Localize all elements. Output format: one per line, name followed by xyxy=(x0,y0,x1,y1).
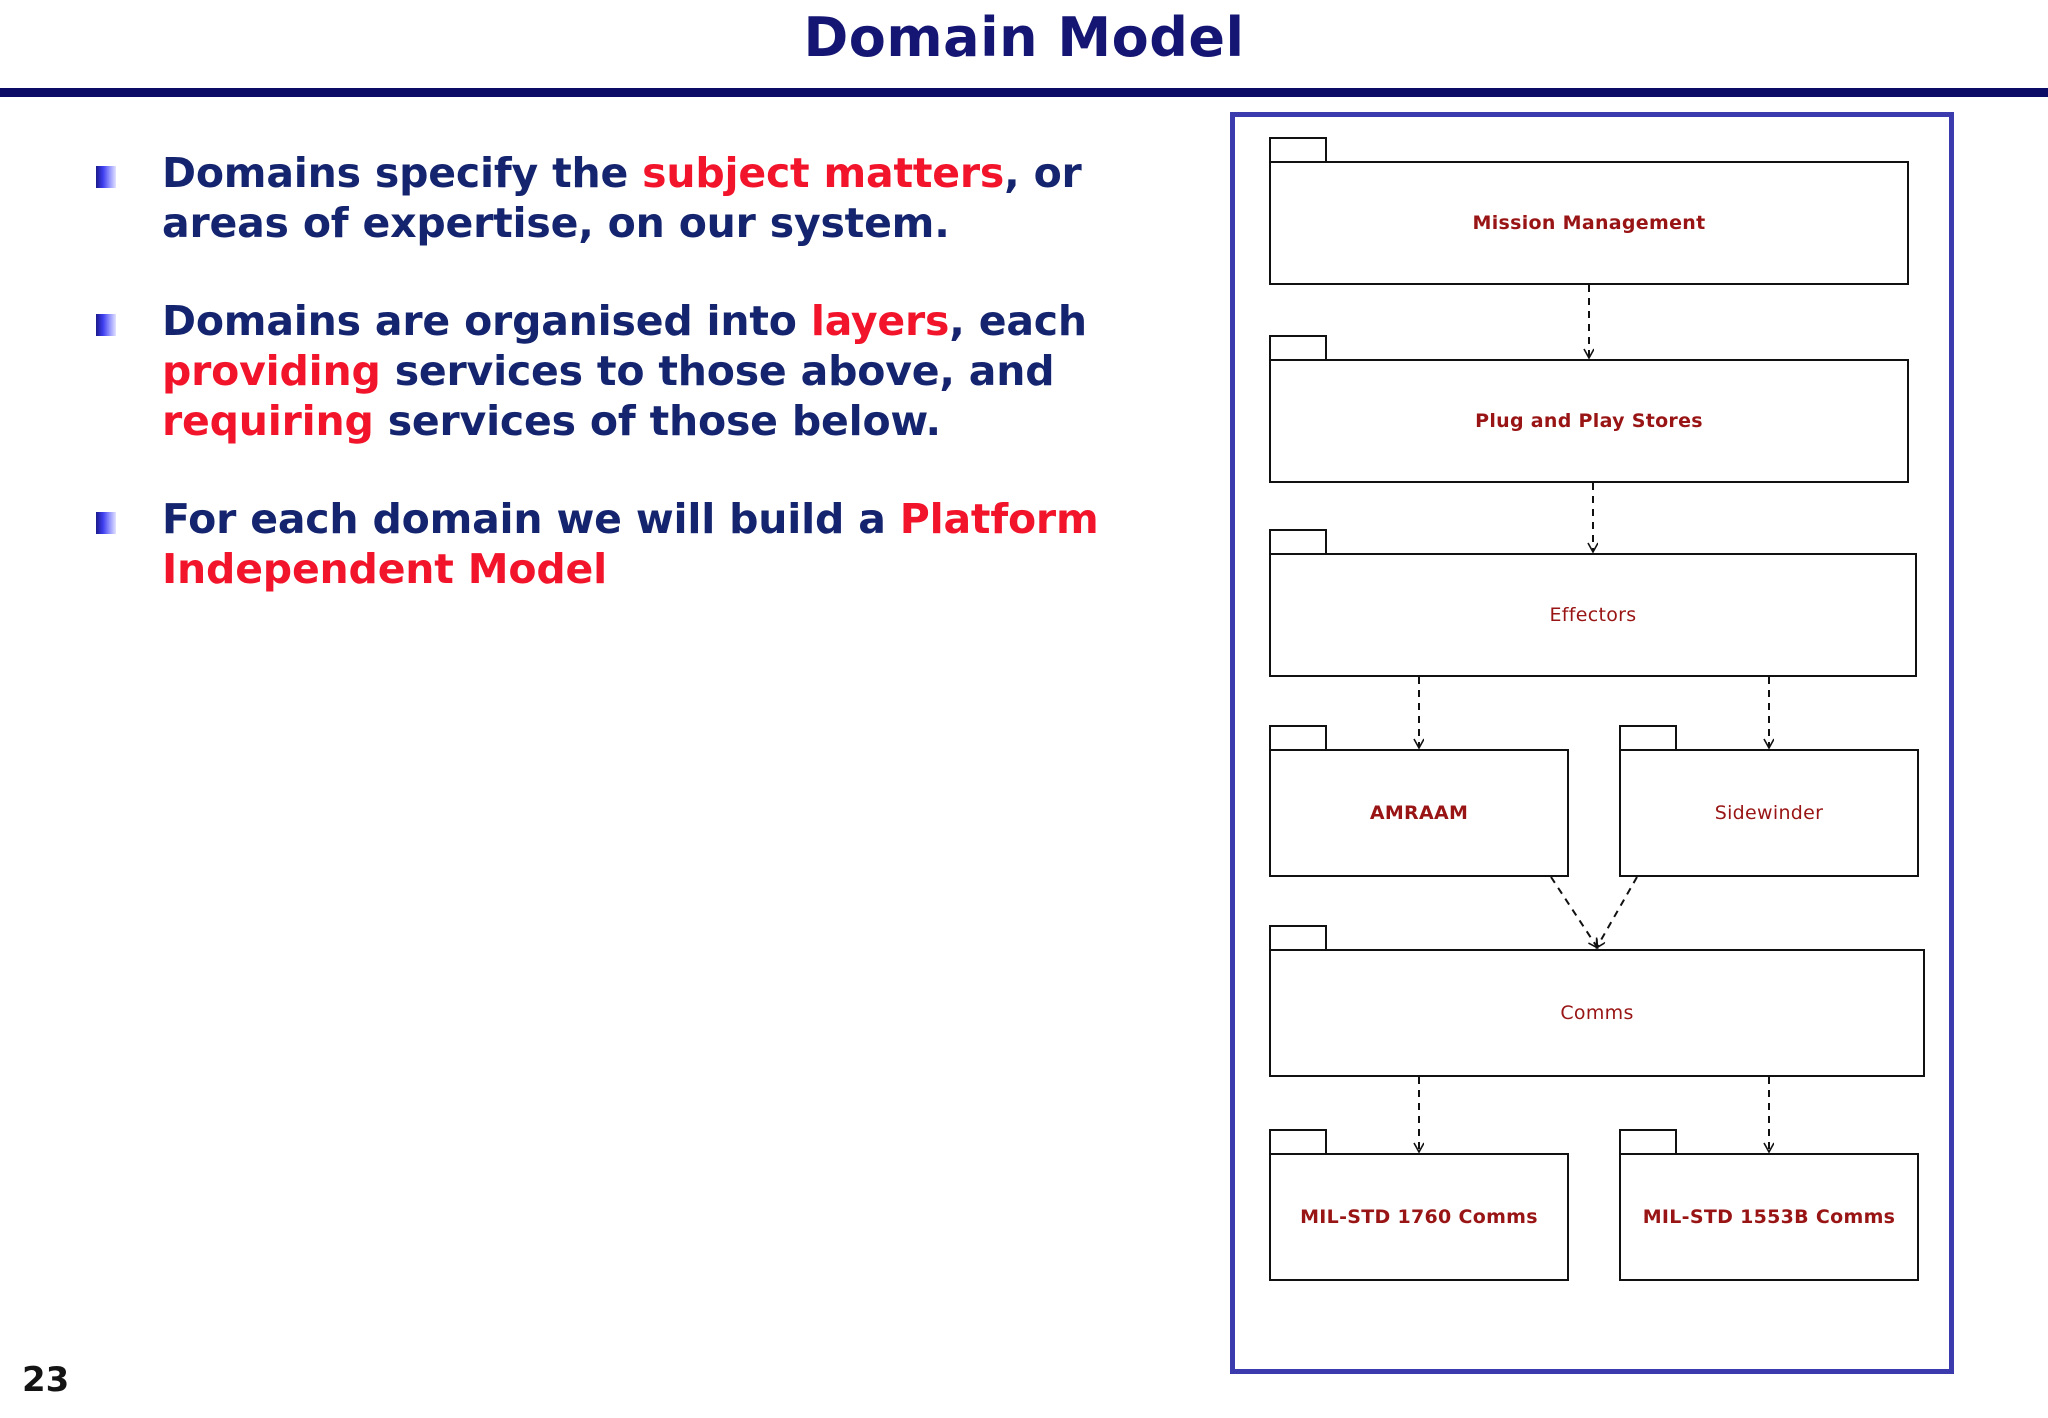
bullet-item: For each domain we will build a Platform… xyxy=(96,494,1176,594)
bullet-plain: , or areas of expertise, on our system. xyxy=(162,149,1082,248)
package-label: Comms xyxy=(1560,1002,1634,1024)
package-body: AMRAAM xyxy=(1269,749,1569,877)
bullet-emphasis: subject matters xyxy=(642,149,1005,197)
package-plug-and-play-stores[interactable]: Plug and Play Stores xyxy=(1269,335,1909,483)
bullet-list: Domains specify the subject matters, or … xyxy=(96,148,1176,642)
slide-page-number: 23 xyxy=(22,1360,70,1400)
page-title: Domain Model xyxy=(803,6,1245,69)
bullet-square-icon xyxy=(96,314,116,337)
package-tab-icon xyxy=(1269,529,1327,555)
bullet-text: For each domain we will build a Platform… xyxy=(162,494,1176,594)
bullet-emphasis: Platform Independent Model xyxy=(162,495,1099,594)
package-label: AMRAAM xyxy=(1369,802,1469,824)
package-effectors[interactable]: Effectors xyxy=(1269,529,1917,677)
package-body: MIL-STD 1553B Comms xyxy=(1619,1153,1919,1281)
bullet-plain: Domains are organised into xyxy=(162,297,811,346)
bullet-item: Domains specify the subject matters, or … xyxy=(96,148,1176,248)
package-body: Sidewinder xyxy=(1619,749,1919,877)
bullet-plain: services of those below. xyxy=(373,397,941,446)
package-body: MIL-STD 1760 Comms xyxy=(1269,1153,1569,1281)
package-body: Effectors xyxy=(1269,553,1917,677)
title-divider xyxy=(0,88,2048,97)
bullet-plain: For each domain we will build a xyxy=(162,495,900,544)
package-body: Plug and Play Stores xyxy=(1269,359,1909,483)
package-mission-management[interactable]: Mission Management xyxy=(1269,137,1909,285)
package-label: Plug and Play Stores xyxy=(1475,410,1703,432)
package-tab-icon xyxy=(1269,925,1327,951)
package-tab-icon xyxy=(1619,725,1677,751)
package-tab-icon xyxy=(1269,1129,1327,1155)
package-label: Effectors xyxy=(1549,604,1637,626)
package-amraam[interactable]: AMRAAM xyxy=(1269,725,1569,877)
bullet-plain: Domains specify the xyxy=(162,149,643,197)
bullet-emphasis: requiring xyxy=(162,397,374,446)
bullet-square-icon xyxy=(96,512,116,535)
bullet-item: Domains are organised into layers, each … xyxy=(96,296,1176,446)
package-comms[interactable]: Comms xyxy=(1269,925,1925,1077)
package-label: Mission Management xyxy=(1472,212,1706,234)
package-sidewinder[interactable]: Sidewinder xyxy=(1619,725,1919,877)
bullet-plain: services to those above, and xyxy=(380,347,1055,396)
bullet-square-icon xyxy=(96,166,116,188)
package-mil-std-1760-comms[interactable]: MIL-STD 1760 Comms xyxy=(1269,1129,1569,1281)
package-tab-icon xyxy=(1269,137,1327,163)
package-tab-icon xyxy=(1619,1129,1677,1155)
package-label: Sidewinder xyxy=(1714,802,1824,824)
package-body: Comms xyxy=(1269,949,1925,1077)
package-tab-icon xyxy=(1269,725,1327,751)
package-mil-std-1553b-comms[interactable]: MIL-STD 1553B Comms xyxy=(1619,1129,1919,1281)
package-label: MIL-STD 1760 Comms xyxy=(1300,1206,1538,1228)
bullet-text: Domains specify the subject matters, or … xyxy=(162,148,1176,248)
package-tab-icon xyxy=(1269,335,1327,361)
bullet-emphasis: providing xyxy=(162,347,381,396)
bullet-plain: , each xyxy=(949,297,1087,346)
package-body: Mission Management xyxy=(1269,161,1909,285)
bullet-text: Domains are organised into layers, each … xyxy=(162,296,1176,446)
bullet-emphasis: layers xyxy=(810,297,950,346)
package-label: MIL-STD 1553B Comms xyxy=(1642,1206,1896,1228)
